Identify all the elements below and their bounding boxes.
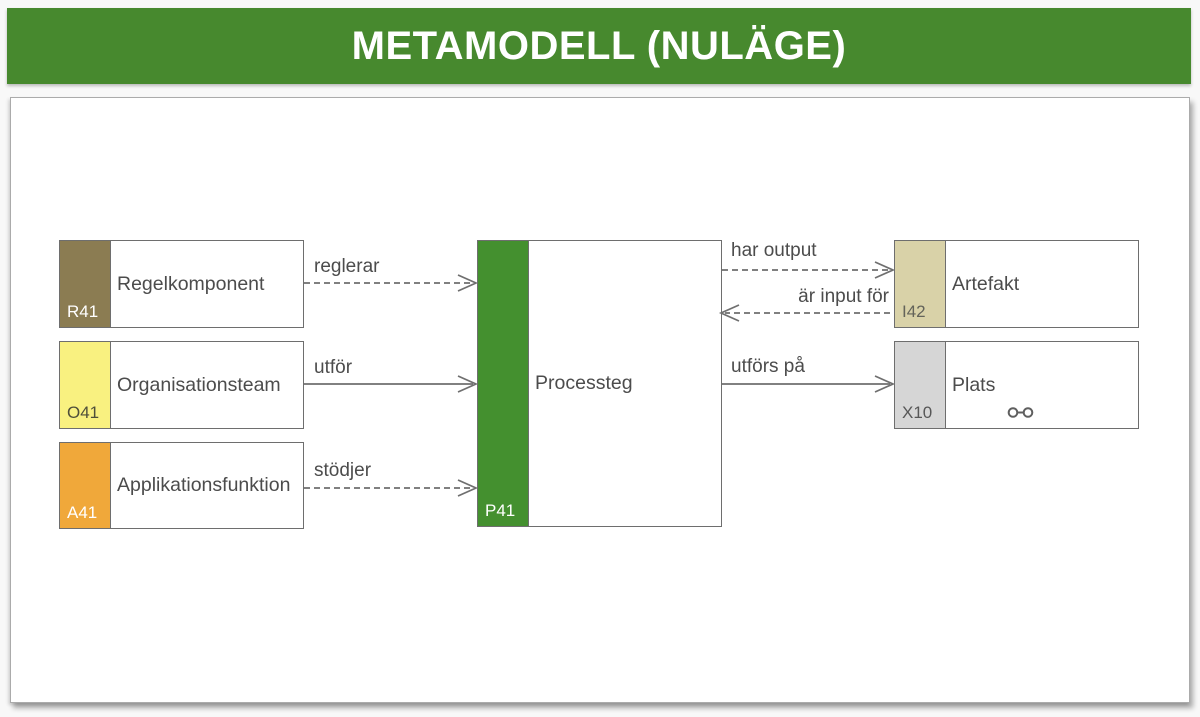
node-body: Applikationsfunktion	[111, 443, 303, 528]
edge-label-utfors-pa: utförs på	[731, 356, 805, 377]
node-label: Regelkomponent	[117, 272, 265, 295]
node-label: Plats	[952, 373, 996, 396]
edge-label-har-output: har output	[731, 240, 817, 261]
node-applikationsfunktion: A41 Applikationsfunktion	[59, 442, 304, 529]
node-tab: I42	[895, 241, 946, 327]
page-title: METAMODELL (NULÄGE)	[351, 23, 847, 68]
node-code: X10	[902, 403, 933, 422]
edge-label-ar-input-for: är input för	[798, 286, 889, 307]
edge-label-utfor: utför	[314, 357, 353, 378]
node-label: Processteg	[535, 372, 633, 394]
node-label: Organisationsteam	[117, 373, 281, 396]
node-tab: R41	[60, 241, 111, 327]
edge-label-stodjer: stödjer	[314, 460, 372, 481]
node-tab: A41	[60, 443, 111, 528]
node-processteg: P41 Processteg	[477, 240, 722, 527]
node-body: Plats	[946, 342, 1138, 428]
node-regelkomponent: R41 Regelkomponent	[59, 240, 304, 328]
edge-label-reglerar: reglerar	[314, 256, 380, 277]
node-organisationsteam: O41 Organisationsteam	[59, 341, 304, 429]
node-code: O41	[67, 403, 100, 422]
node-tab: P41	[478, 241, 529, 526]
node-tab: O41	[60, 342, 111, 428]
node-code: R41	[67, 302, 99, 321]
node-code: P41	[485, 501, 516, 520]
node-body: Organisationsteam	[111, 342, 303, 428]
node-body: Regelkomponent	[111, 241, 303, 327]
node-plats: X10 Plats	[894, 341, 1139, 429]
node-label: Artefakt	[952, 272, 1020, 295]
node-body: Artefakt	[946, 241, 1138, 327]
link-icon	[1007, 407, 1034, 418]
title-banner: METAMODELL (NULÄGE)	[7, 8, 1191, 84]
node-tab: X10	[895, 342, 946, 428]
node-artefakt: I42 Artefakt	[894, 240, 1139, 328]
node-body: Processteg	[529, 241, 721, 526]
node-code: A41	[67, 503, 98, 522]
node-label: Applikationsfunktion	[117, 474, 291, 496]
node-code: I42	[902, 302, 926, 321]
